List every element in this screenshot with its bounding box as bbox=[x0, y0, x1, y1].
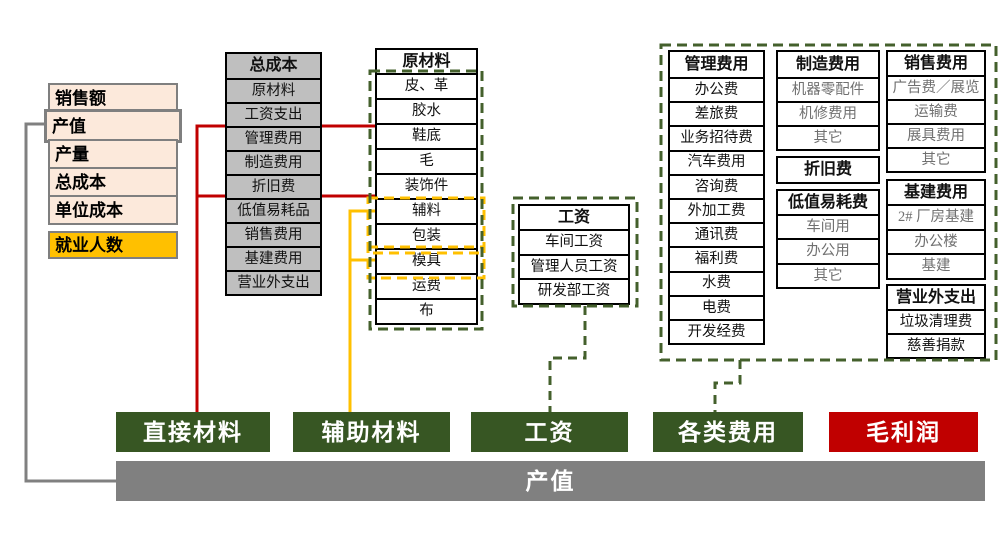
admin-header: 管理费用 bbox=[668, 50, 765, 79]
total-cost-cell-3: 制造费用 bbox=[225, 150, 322, 176]
raw-materials-cell-6: 包装 bbox=[375, 223, 478, 250]
depreciation-box: 折旧费 bbox=[776, 156, 880, 184]
sales-cell-1: 运输费 bbox=[886, 99, 986, 125]
construction-cell-1: 办公楼 bbox=[886, 228, 986, 255]
non-operating-cell-1: 慈善捐款 bbox=[886, 333, 986, 359]
raw-materials-cell-7: 模具 bbox=[375, 248, 478, 275]
sales-cell-0: 广告费／展览 bbox=[886, 75, 986, 101]
left-metric-4: 单位成本 bbox=[48, 195, 178, 225]
admin-cell-3: 汽车费用 bbox=[668, 149, 765, 176]
wages-cell-2: 研发部工资 bbox=[518, 278, 630, 306]
manufacturing-header: 制造费用 bbox=[776, 50, 880, 79]
admin-cell-0: 办公费 bbox=[668, 77, 765, 104]
employment-box: 就业人数 bbox=[48, 231, 178, 259]
admin-cell-7: 福利费 bbox=[668, 246, 765, 273]
direct-materials-box: 直接材料 bbox=[116, 412, 270, 452]
left-metric-1: 产值 bbox=[44, 109, 182, 143]
admin-cell-1: 差旅费 bbox=[668, 101, 765, 128]
non-operating-cell-0: 垃圾清理费 bbox=[886, 309, 986, 335]
left-metric-3: 总成本 bbox=[48, 167, 178, 197]
low-value-cell-0: 车间用 bbox=[776, 214, 880, 241]
total-cost-cell-1: 工资支出 bbox=[225, 102, 322, 128]
wages-cell-0: 车间工资 bbox=[518, 229, 630, 256]
raw-materials-cell-9: 布 bbox=[375, 298, 478, 325]
total-cost-cell-5: 低值易耗品 bbox=[225, 198, 322, 224]
admin-cell-4: 咨询费 bbox=[668, 173, 765, 200]
raw-materials-cell-8: 运费 bbox=[375, 273, 478, 300]
total-cost-cell-0: 原材料 bbox=[225, 78, 322, 104]
total-cost-cell-4: 折旧费 bbox=[225, 174, 322, 200]
admin-cell-10: 开发经费 bbox=[668, 319, 765, 346]
raw-materials-cell-3: 毛 bbox=[375, 148, 478, 175]
low-value-header: 低值易耗费 bbox=[776, 189, 880, 216]
total-cost-header: 总成本 bbox=[225, 52, 322, 80]
raw-materials-cell-2: 鞋底 bbox=[375, 123, 478, 150]
expenses-box: 各类费用 bbox=[653, 412, 803, 452]
sales-cell-2: 展具费用 bbox=[886, 123, 986, 149]
manufacturing-cell-2: 其它 bbox=[776, 125, 880, 151]
total-cost-cell-8: 营业外支出 bbox=[225, 270, 322, 296]
gross-profit-box: 毛利润 bbox=[829, 412, 978, 452]
construction-header: 基建费用 bbox=[886, 179, 986, 206]
admin-cell-2: 业务招待费 bbox=[668, 125, 765, 152]
raw-materials-cell-1: 胶水 bbox=[375, 98, 478, 125]
raw-materials-header: 原材料 bbox=[375, 48, 478, 75]
wages-bottom-box: 工资 bbox=[471, 412, 628, 452]
sales-cell-3: 其它 bbox=[886, 147, 986, 173]
total-cost-cell-7: 基建费用 bbox=[225, 246, 322, 272]
output-value-bar: 产值 bbox=[116, 461, 985, 501]
admin-cell-8: 水费 bbox=[668, 270, 765, 297]
manufacturing-cell-1: 机修费用 bbox=[776, 101, 880, 127]
wages-cell-1: 管理人员工资 bbox=[518, 253, 630, 281]
construction-cell-2: 基建 bbox=[886, 253, 986, 280]
raw-materials-cell-5: 辅料 bbox=[375, 198, 478, 225]
left-metric-2: 产量 bbox=[48, 139, 178, 169]
manufacturing-cell-0: 机器零配件 bbox=[776, 77, 880, 103]
total-cost-cell-2: 管理费用 bbox=[225, 126, 322, 152]
admin-cell-6: 通讯费 bbox=[668, 222, 765, 249]
raw-materials-cell-0: 皮、革 bbox=[375, 73, 478, 100]
raw-materials-cell-4: 装饰件 bbox=[375, 173, 478, 200]
total-cost-cell-6: 销售费用 bbox=[225, 222, 322, 248]
auxiliary-materials-box: 辅助材料 bbox=[293, 412, 450, 452]
sales-header: 销售费用 bbox=[886, 50, 986, 77]
non-operating-header: 营业外支出 bbox=[886, 284, 986, 311]
construction-cell-0: 2# 厂房基建 bbox=[886, 204, 986, 231]
wages-header: 工资 bbox=[518, 204, 630, 231]
low-value-cell-1: 办公用 bbox=[776, 238, 880, 265]
admin-cell-9: 电费 bbox=[668, 294, 765, 321]
auxiliary-materials-connector bbox=[348, 209, 375, 412]
admin-cell-5: 外加工费 bbox=[668, 198, 765, 225]
low-value-cell-2: 其它 bbox=[776, 262, 880, 290]
